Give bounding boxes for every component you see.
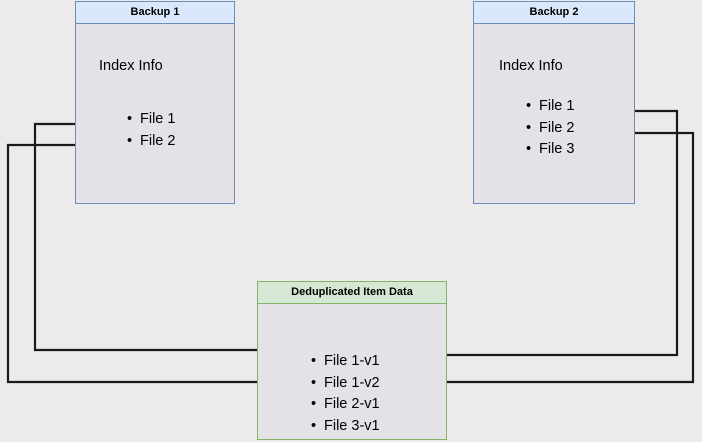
list-item: File 1 bbox=[526, 96, 574, 118]
node-backup-2-body: Index Info File 1 File 2 File 3 bbox=[474, 24, 634, 203]
dedup-file-list: File 1-v1 File 1-v2 File 2-v1 File 3-v1 bbox=[311, 351, 380, 437]
backup-1-index-info-label: Index Info bbox=[99, 58, 163, 74]
node-deduplicated-item-data[interactable]: Deduplicated Item Data File 1-v1 File 1-… bbox=[257, 281, 447, 440]
node-backup-1-header: Backup 1 bbox=[76, 2, 234, 24]
node-backup-2-header: Backup 2 bbox=[474, 2, 634, 24]
node-backup-1[interactable]: Backup 1 Index Info File 1 File 2 bbox=[75, 1, 235, 204]
node-deduplicated-item-data-body: File 1-v1 File 1-v2 File 2-v1 File 3-v1 bbox=[258, 304, 446, 439]
list-item: File 2 bbox=[526, 118, 574, 140]
backup-2-file-list: File 1 File 2 File 3 bbox=[526, 96, 574, 161]
list-item: File 1 bbox=[127, 109, 175, 131]
backup-2-index-info-label: Index Info bbox=[499, 58, 563, 74]
list-item: File 2-v1 bbox=[311, 394, 380, 416]
backup-1-file-list: File 1 File 2 bbox=[127, 109, 175, 152]
node-backup-1-body: Index Info File 1 File 2 bbox=[76, 24, 234, 203]
list-item: File 1-v2 bbox=[311, 373, 380, 395]
list-item: File 3 bbox=[526, 139, 574, 161]
node-backup-2[interactable]: Backup 2 Index Info File 1 File 2 File 3 bbox=[473, 1, 635, 204]
list-item: File 2 bbox=[127, 131, 175, 153]
list-item: File 1-v1 bbox=[311, 351, 380, 373]
list-item: File 3-v1 bbox=[311, 416, 380, 438]
node-deduplicated-item-data-header: Deduplicated Item Data bbox=[258, 282, 446, 304]
